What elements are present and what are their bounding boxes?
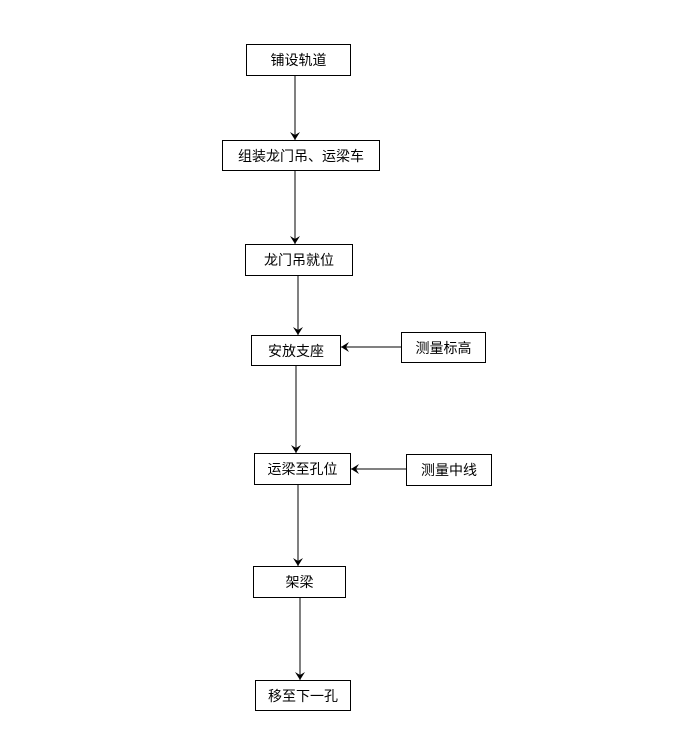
step-move-to-next-span: 移至下一孔 xyxy=(255,680,351,711)
step-transport-beam-to-span: 运梁至孔位 xyxy=(254,453,351,485)
step-install-bearings: 安放支座 xyxy=(251,335,341,366)
step-lay-track-label: 铺设轨道 xyxy=(270,53,327,69)
input-measure-elevation: 测量标高 xyxy=(401,332,486,363)
step-lay-track: 铺设轨道 xyxy=(246,44,351,76)
step-position-gantry-crane: 龙门吊就位 xyxy=(245,244,353,276)
step-move-to-next-span-label: 移至下一孔 xyxy=(268,688,338,705)
input-measure-centerline: 测量中线 xyxy=(406,454,492,486)
step-position-gantry-crane-label: 龙门吊就位 xyxy=(264,253,334,269)
step-assemble-crane-and-beam-carrier-label: 组装龙门吊、运梁车 xyxy=(238,148,364,165)
step-install-bearings-label: 安放支座 xyxy=(268,343,324,360)
input-measure-centerline-label: 测量中线 xyxy=(421,463,477,479)
step-erect-beam: 架梁 xyxy=(253,566,346,598)
step-assemble-crane-and-beam-carrier: 组装龙门吊、运梁车 xyxy=(222,140,380,171)
step-erect-beam-label: 架梁 xyxy=(285,575,314,591)
step-transport-beam-to-span-label: 运梁至孔位 xyxy=(267,462,338,478)
input-measure-elevation-label: 测量标高 xyxy=(415,340,472,357)
